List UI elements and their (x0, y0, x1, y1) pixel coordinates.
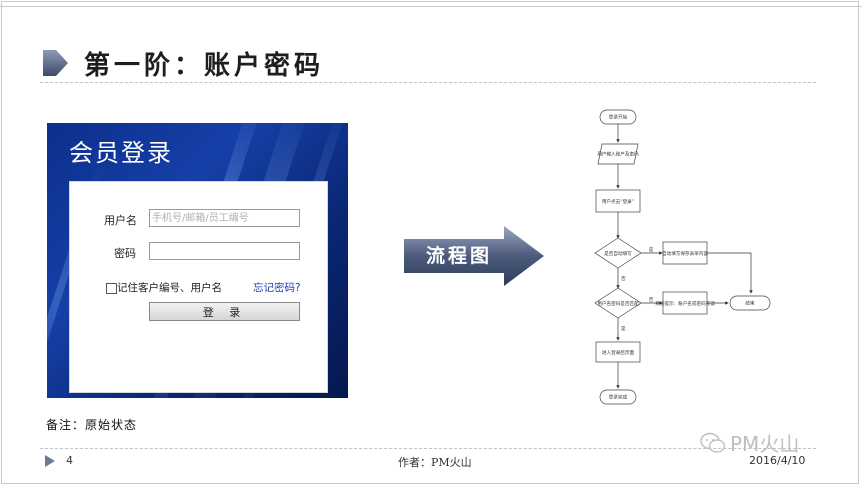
forgot-password-link[interactable]: 忘记密码? (253, 282, 301, 294)
flow-yes-label: 是 (649, 247, 654, 253)
flow-decision2-label: 用户名密码是否匹配 (597, 300, 639, 307)
flow-yes-label-2: 是 (621, 326, 626, 332)
title-bar: 第一阶：账户密码 (40, 43, 324, 83)
top-divider (0, 6, 862, 7)
flow-decision1-label: 是否自动填写 (604, 250, 632, 257)
flow-end-label: 结束 (745, 300, 755, 307)
watermark: PM火山 (700, 428, 799, 457)
flow-side1-label: 自动填写保存表单内容 (662, 250, 708, 257)
flow-no-label-1: 否 (621, 276, 626, 282)
note-text: 备注：原始状态 (46, 418, 138, 432)
flow-finish-label: 登录完成 (609, 394, 628, 401)
flow-side2-node (662, 291, 708, 315)
flow-start-node (599, 109, 637, 125)
login-panel: 用户名 手机号/邮箱/员工编号 密码 记住客户编号、用户名 忘记密码? 登 录 (69, 181, 328, 393)
page-title: 第一阶：账户密码 (84, 50, 325, 81)
title-divider (40, 82, 816, 83)
flowchart: 登录开始 用户输入账户及密码 用户点击“登录” 是否自动填写 自动填写保存表单内… (594, 109, 771, 405)
username-input[interactable]: 手机号/邮箱/员工编号 (149, 209, 300, 227)
date-text: 2016/4/10 (749, 454, 806, 467)
flow-start-label: 登录开始 (609, 114, 628, 121)
flow-decision2-node (594, 287, 642, 319)
title-arrow-icon (43, 50, 68, 76)
remember-label: 记住客户编号、用户名 (117, 282, 222, 294)
flow-enter-node (595, 341, 641, 363)
flow-click-node (595, 189, 641, 213)
watermark-text: PM火山 (730, 432, 800, 456)
flow-side1-node (662, 241, 708, 265)
footer-triangle-icon (45, 455, 55, 467)
flow-arrow-label: 流程图 (426, 245, 493, 267)
flow-input-node (597, 143, 639, 165)
login-button[interactable]: 登 录 (149, 302, 300, 321)
login-screenshot: 会员登录 用户名 手机号/邮箱/员工编号 密码 记住客户编号、用户名 忘记密码?… (47, 123, 348, 398)
flow-enter-label: 进入登录后页面 (602, 349, 635, 356)
password-input[interactable] (149, 242, 300, 260)
username-label: 用户名 (104, 214, 137, 227)
flow-input-label: 用户输入账户及密码 (597, 151, 639, 158)
flow-end-node (729, 295, 771, 311)
password-label: 密码 (114, 247, 136, 260)
remember-checkbox[interactable] (106, 283, 117, 294)
page-number: 4 (66, 454, 73, 467)
flow-finish-node (599, 389, 637, 405)
flow-decision1-node (594, 237, 642, 269)
footer-divider (40, 448, 816, 449)
flow-no-label-2: 否 (649, 297, 654, 303)
flow-side2-label: 系统提示：账户名或密码有误 (655, 300, 715, 307)
flow-arrow-icon (404, 226, 544, 286)
login-heading: 会员登录 (69, 139, 173, 167)
flow-click-label: 用户点击“登录” (602, 198, 634, 205)
wechat-icon (700, 432, 726, 453)
author-text: 作者：PM火山 (398, 456, 472, 469)
